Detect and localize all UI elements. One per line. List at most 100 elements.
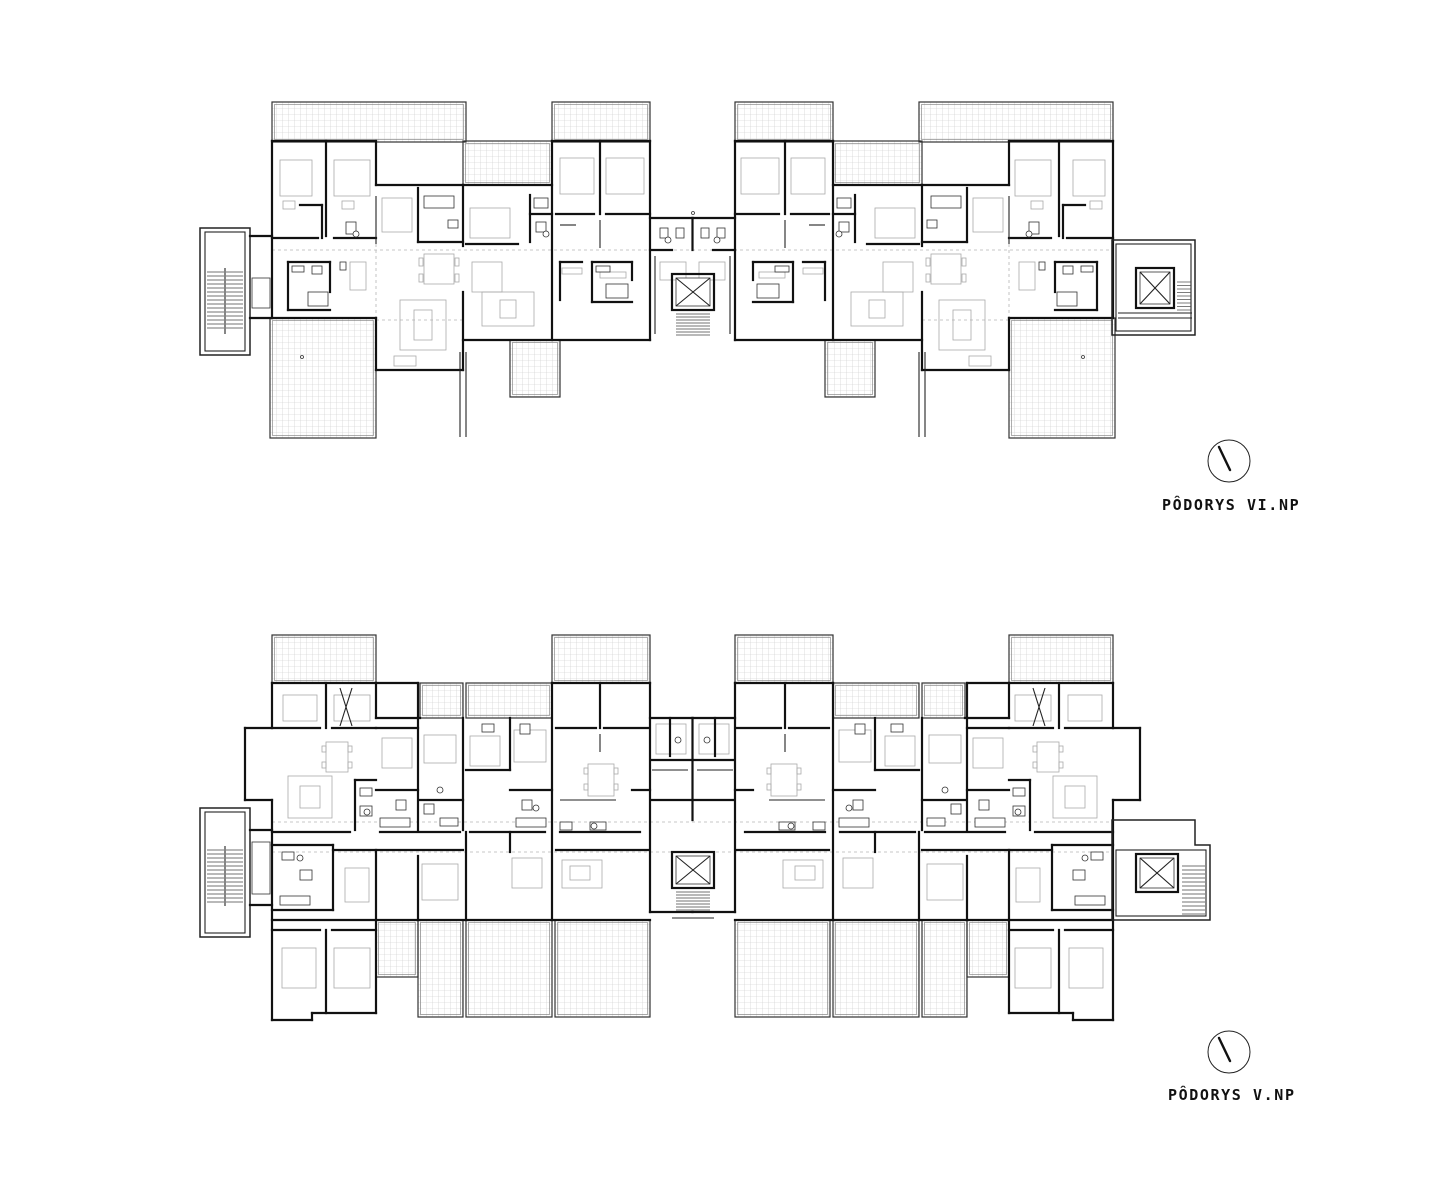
furniture — [583, 767, 589, 775]
sanitary-fixture — [1012, 787, 1026, 797]
furniture — [1014, 694, 1052, 722]
furniture — [321, 745, 327, 753]
furniture — [1018, 261, 1036, 291]
sanitary-fixture — [838, 221, 850, 233]
furniture — [796, 767, 802, 775]
furniture — [587, 763, 615, 797]
sanitary-fixture — [481, 723, 495, 733]
toilet — [1025, 230, 1033, 238]
terrace — [554, 919, 651, 1018]
elevator-cabin-cross — [675, 855, 711, 885]
sanitary-fixture — [1062, 265, 1074, 275]
sanitary-fixture — [812, 821, 826, 831]
north-arrow-ring — [1207, 1030, 1251, 1074]
furniture — [381, 197, 413, 233]
furniture — [569, 865, 591, 881]
sanitary-fixture — [1028, 221, 1040, 235]
sanitary-fixture — [1038, 261, 1046, 271]
north-arrow-icon — [1207, 439, 1251, 483]
furniture — [347, 745, 353, 753]
toilet — [1081, 854, 1089, 862]
sanitary-fixture — [778, 821, 796, 831]
furniture — [1067, 694, 1103, 722]
furniture — [968, 355, 992, 367]
terrace — [921, 919, 968, 1018]
stair-block — [199, 227, 251, 356]
furniture — [1032, 745, 1038, 753]
furniture — [393, 355, 417, 367]
furniture — [972, 197, 1004, 233]
terrace — [271, 101, 467, 143]
stair-block — [1111, 239, 1196, 336]
terrace — [462, 140, 553, 186]
toilet — [532, 804, 540, 812]
sanitary-fixture — [423, 195, 455, 209]
furniture — [583, 783, 589, 791]
sanitary-fixture — [291, 265, 305, 273]
terrace-edge — [468, 685, 550, 716]
furniture — [613, 783, 619, 791]
furniture — [790, 157, 826, 195]
terrace-edge — [737, 104, 831, 140]
elevator-shaft — [670, 272, 716, 312]
furniture — [1014, 159, 1052, 197]
terrace — [824, 339, 876, 398]
terrace — [419, 682, 464, 719]
furniture — [344, 867, 370, 903]
sanitary-fixture — [930, 195, 962, 209]
plan-title-v-np: PÔDORYS V.NP — [1168, 1086, 1296, 1104]
furniture — [868, 299, 886, 319]
toilet — [363, 808, 371, 816]
furniture — [511, 857, 543, 889]
elevator-cabin-cross — [1139, 271, 1171, 305]
furniture — [1058, 761, 1064, 769]
furniture — [1032, 761, 1038, 769]
furniture — [802, 267, 824, 275]
sanitary-fixture — [836, 197, 852, 209]
north-arrow-needle — [1217, 445, 1232, 472]
furniture — [454, 273, 460, 283]
terrace — [509, 339, 561, 398]
toilet — [941, 786, 949, 794]
terrace-edge — [512, 342, 558, 395]
partition — [1032, 687, 1046, 727]
toilet — [703, 736, 711, 744]
furniture — [1072, 159, 1106, 197]
terrace-edge — [737, 922, 828, 1015]
toilet — [352, 230, 360, 238]
terrace — [921, 682, 966, 719]
sanitary-fixture — [716, 227, 726, 239]
furniture — [698, 261, 726, 281]
sanitary-fixture — [854, 723, 866, 735]
toilet — [296, 854, 304, 862]
furniture — [972, 737, 1004, 769]
furniture — [333, 159, 371, 197]
sanitary-fixture — [447, 219, 459, 229]
furniture — [418, 257, 424, 267]
sanitary-fixture — [379, 817, 411, 828]
terrace — [269, 317, 377, 439]
furniture — [794, 865, 816, 881]
terrace-edge — [921, 104, 1111, 140]
sanitary-fixture — [605, 283, 629, 299]
sanitary-fixture — [978, 799, 990, 811]
furniture — [599, 271, 627, 279]
furniture — [740, 157, 780, 195]
toilet — [674, 736, 682, 744]
plan-title-vi-np: PÔDORYS VI.NP — [1162, 496, 1301, 514]
furniture — [421, 863, 459, 901]
terrace-edge — [924, 685, 963, 716]
north-arrow-icon — [1207, 1030, 1251, 1074]
furniture — [613, 767, 619, 775]
toilet — [787, 822, 795, 830]
stair-block-inner — [1115, 243, 1192, 332]
sanitary-fixture — [515, 817, 547, 828]
furniture — [925, 257, 931, 267]
sanitary-fixture — [299, 869, 313, 881]
floor-plan-vi-np — [199, 101, 1196, 439]
furniture — [1064, 785, 1086, 809]
furniture — [1015, 867, 1041, 903]
terrace — [966, 919, 1010, 978]
terrace — [417, 919, 464, 1018]
toilet — [590, 822, 598, 830]
